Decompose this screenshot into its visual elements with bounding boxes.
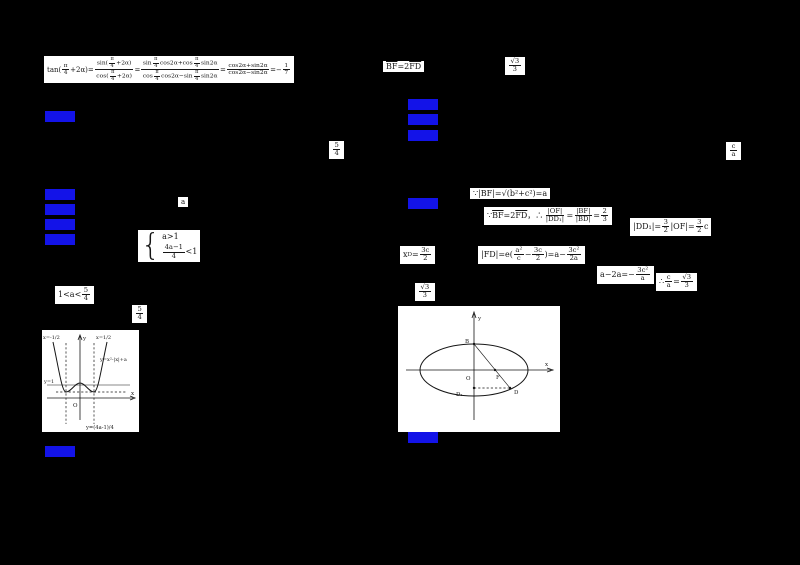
- formula-tiny-mark: a: [178, 197, 189, 208]
- parabola-hline-label: y=1: [43, 379, 54, 385]
- parabola-figure: x=-1/2 y x=1/2 y=x²-|x|+a y=1 O x y=(4a-…: [42, 330, 139, 432]
- highlight-block: [45, 446, 75, 457]
- parabola-left-line-label: x=-1/2: [43, 335, 60, 341]
- highlight-block: [45, 234, 75, 245]
- ellipse-point-b-label: B: [465, 339, 469, 345]
- highlight-block: [45, 219, 75, 230]
- highlight-block: [408, 114, 438, 125]
- parabola-x-axis-label: x: [131, 391, 135, 397]
- highlight-block: [408, 99, 438, 110]
- parabola-min-line-label: y=(4a-1)/4: [85, 424, 115, 431]
- ellipse-origin-label: O: [466, 376, 471, 382]
- highlight-block: [408, 432, 438, 443]
- ellipse-point-d-label: D: [514, 390, 519, 396]
- parabola-origin-label: O: [73, 403, 78, 409]
- ellipse-figure: y x B O F D D₁: [398, 306, 560, 432]
- formula-bf-length: ∵|BF|=√(b²+c²)=a: [470, 188, 551, 200]
- highlight-block: [45, 111, 75, 122]
- highlight-block: [408, 198, 438, 209]
- ellipse-x-axis-label: x: [545, 362, 549, 368]
- parabola-curve-label: y=x²-|x|+a: [99, 357, 127, 363]
- highlight-block: [45, 189, 75, 200]
- ellipse-y-axis-label: y: [477, 316, 482, 322]
- brace-icon: {: [141, 228, 161, 263]
- parabola-right-line-label: x=1/2: [96, 335, 111, 341]
- ellipse-point-d1-label: D₁: [456, 392, 463, 398]
- system-row-1: a>1: [162, 231, 179, 241]
- highlight-block: [408, 130, 438, 141]
- parabola-y-axis-label: y: [82, 336, 87, 342]
- ellipse-focus-label: F: [496, 375, 500, 381]
- highlight-block: [45, 204, 75, 215]
